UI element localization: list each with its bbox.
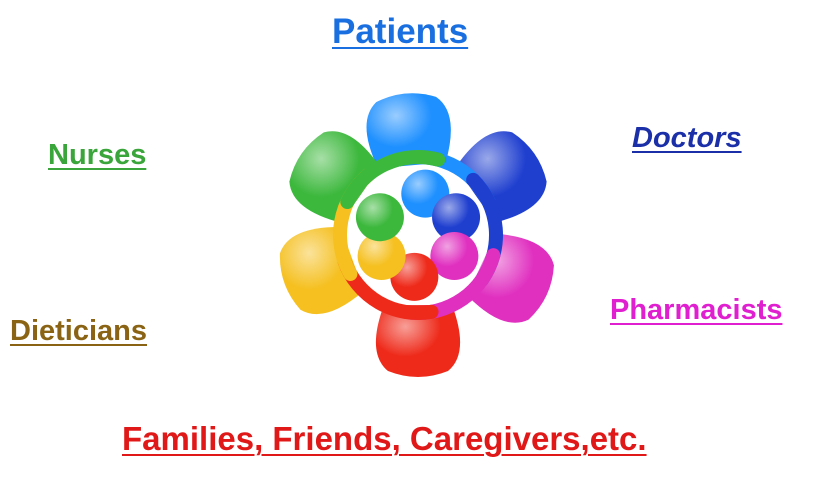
nurses-label: Nurses	[48, 139, 147, 171]
pharmacists-label: Pharmacists	[610, 294, 783, 326]
figure-6	[289, 131, 381, 223]
figure-4	[375, 305, 461, 377]
families-label: Families, Friends, Caregivers,etc.	[122, 420, 647, 457]
patients-label: Patients	[332, 12, 469, 51]
doctors-label: Doctors	[632, 122, 742, 154]
team-circle-figures-icon	[279, 93, 554, 377]
figure-1	[366, 93, 451, 169]
figure-2	[455, 131, 547, 223]
figure-arm-6	[340, 150, 446, 210]
dieticians-label: Dieticians	[10, 315, 147, 347]
